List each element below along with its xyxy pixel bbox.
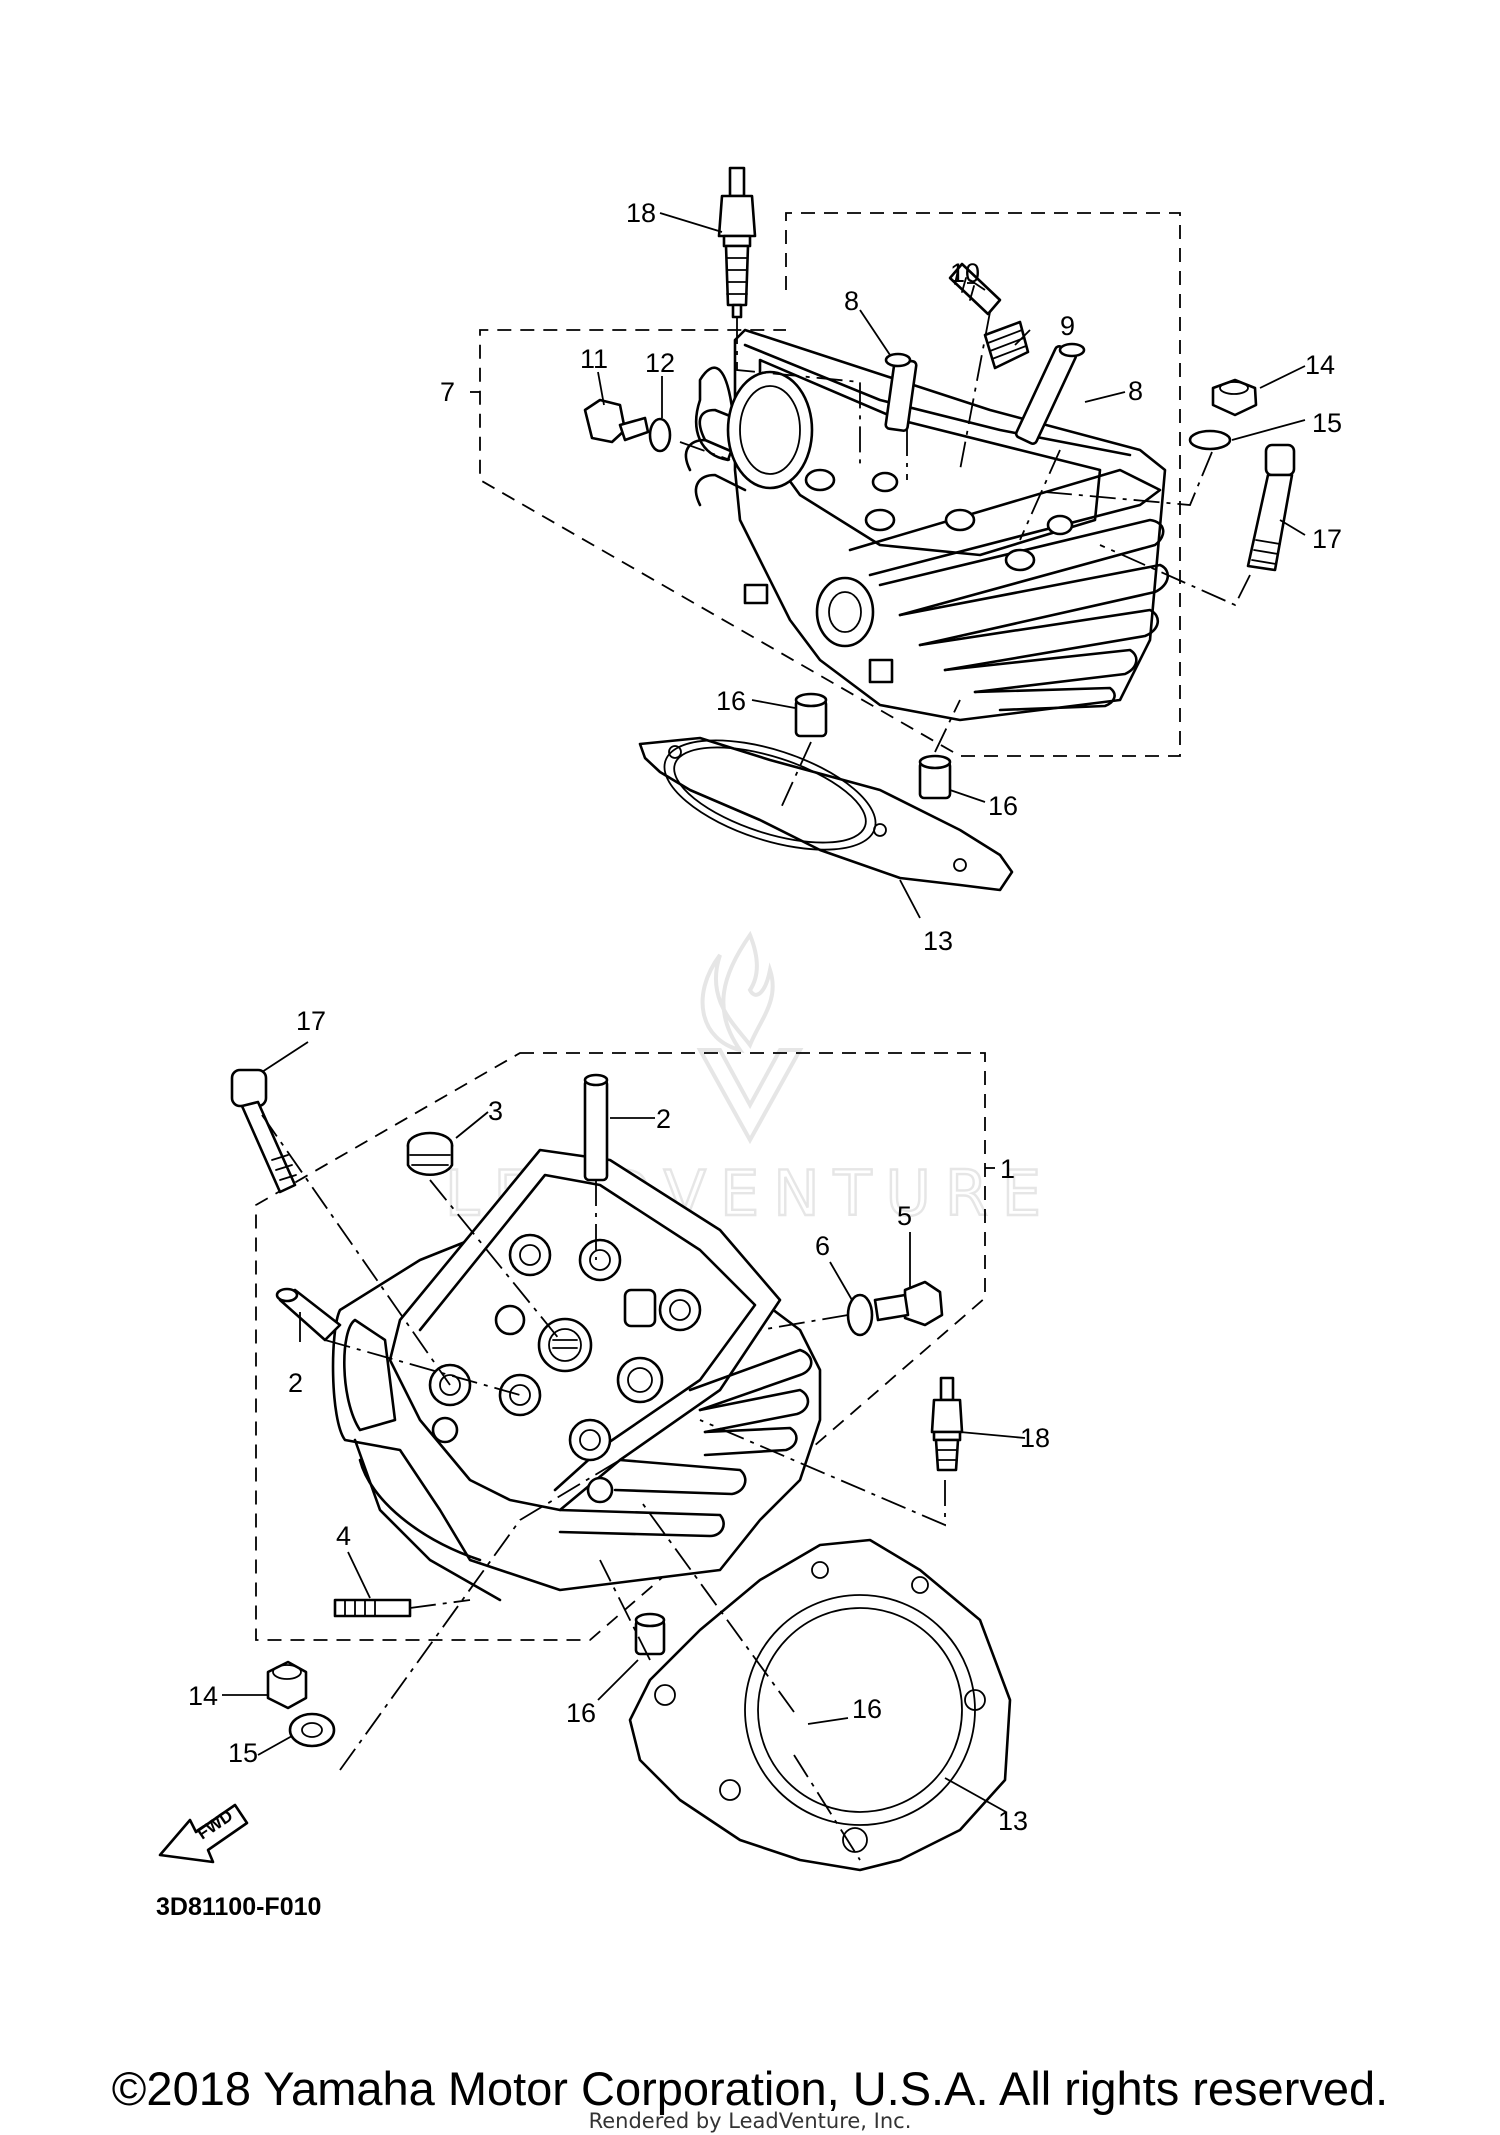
washer-15-bottom: [288, 1712, 336, 1748]
callout-18-bottom: 18: [1020, 1423, 1050, 1453]
callout-3: 3: [488, 1096, 503, 1126]
callout-14-bottom: 14: [188, 1681, 218, 1711]
dowel-pin-bottom-left: [634, 1612, 666, 1656]
rendered-by-notice: Rendered by LeadVenture, Inc.: [589, 2109, 912, 2133]
long-bolt-top: [1246, 443, 1296, 572]
cylinder-head-body-bottom: [331, 1148, 822, 1602]
callout-6: 6: [815, 1231, 830, 1261]
callout-10: 10: [950, 258, 980, 288]
plug-screw-bottom: [406, 1131, 454, 1177]
flange-bolt-bottom: [873, 1280, 944, 1327]
callout-5: 5: [897, 1201, 912, 1231]
callout-13-top: 13: [923, 926, 953, 956]
washer-top: [648, 417, 672, 453]
head-gasket-bottom: [628, 1538, 1012, 1872]
valve-guide-top-right: [1014, 342, 1086, 445]
nut-top: [1211, 378, 1258, 417]
stud-bolt-bottom: [333, 1598, 412, 1618]
valve-guide-top-left: [884, 352, 918, 432]
front-cylinder-head-assembly: FWD 17 3 2 1 6 5 2 1: [158, 1006, 1050, 1872]
valve-guide-bottom-top: [583, 1073, 609, 1182]
callout-16-bottom-right: 16: [852, 1694, 882, 1724]
callout-13-bottom: 13: [998, 1806, 1028, 1836]
diagram-code: 3D81100-F010: [156, 1893, 321, 1921]
dowel-pin-top-left: [794, 692, 828, 738]
nut-bottom: [266, 1660, 308, 1710]
forward-arrow-icon: FWD: [158, 1803, 249, 1864]
stud-bolt-top: [948, 262, 1002, 316]
callout-8-left: 8: [844, 286, 859, 316]
callout-8-right: 8: [1128, 376, 1143, 406]
long-bolt-bottom: [230, 1068, 297, 1194]
callout-7: 7: [440, 377, 455, 407]
callout-16-bottom-left: 16: [566, 1698, 596, 1728]
flange-bolt-top: [583, 398, 650, 444]
callout-12: 12: [645, 348, 675, 378]
plug-screw-top: [983, 320, 1030, 370]
copyright-notice: ©2018 Yamaha Motor Corporation, U.S.A. A…: [112, 2062, 1388, 2115]
assembly-outline-7: [479, 212, 1181, 757]
callout-14-top: 14: [1305, 350, 1335, 380]
callout-9: 9: [1060, 311, 1075, 341]
cylinder-head-body-top: [684, 328, 1169, 722]
callout-15-bottom: 15: [228, 1738, 258, 1768]
spark-plug-bottom: [930, 1376, 964, 1472]
dowel-pin-top-right: [918, 754, 952, 800]
callout-4: 4: [336, 1521, 351, 1551]
callout-17-top: 17: [1312, 524, 1342, 554]
callout-2-top: 2: [656, 1104, 671, 1134]
spark-plug-top: [717, 166, 757, 319]
assembly-outline-1: [255, 1052, 986, 1641]
callout-15-top: 15: [1312, 408, 1342, 438]
rear-cylinder-head-assembly: 18 10 9 8 8 7 11 12 14 15 17 16 16 13: [440, 166, 1342, 956]
head-gasket-top: [638, 736, 1014, 892]
washer-bottom: [846, 1293, 874, 1337]
callout-17-bottom: 17: [296, 1006, 326, 1036]
callout-1: 1: [1000, 1154, 1015, 1184]
leadventure-flame-logo: [696, 930, 804, 1145]
callout-11: 11: [580, 344, 608, 374]
callout-16-top-left: 16: [716, 686, 746, 716]
washer-15-top: [1188, 429, 1232, 451]
valve-guide-bottom-left: [275, 1287, 342, 1342]
callout-18-top: 18: [626, 198, 656, 228]
callout-16-top-right: 16: [988, 791, 1018, 821]
callout-2-left: 2: [288, 1368, 303, 1398]
